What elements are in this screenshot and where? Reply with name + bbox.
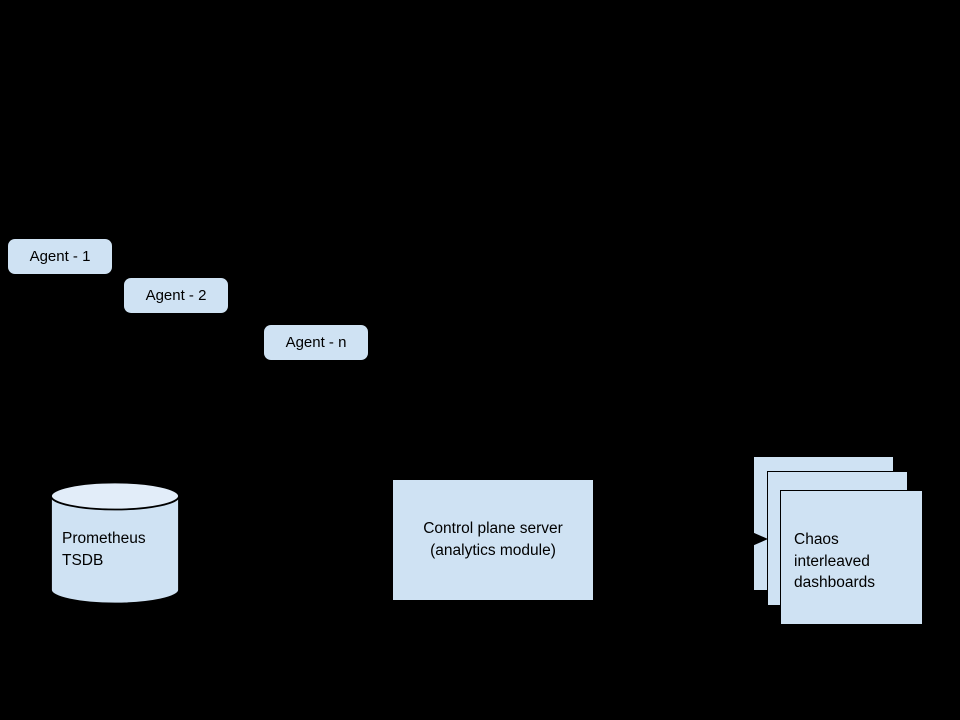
- prometheus-label-line1: Prometheus: [62, 530, 146, 547]
- node-prometheus-tsdb: Prometheus TSDB: [50, 481, 180, 605]
- control-plane-label-line1: Control plane server: [423, 519, 563, 537]
- control-plane-label-line2: (analytics module): [430, 542, 556, 559]
- arrow-right-icon: [752, 532, 768, 546]
- node-control-plane-server: Control plane server (analytics module): [393, 480, 593, 600]
- agent-n-label: Agent - n: [285, 334, 347, 351]
- dashboards-label: Chaos interleaved dashboards: [794, 529, 875, 594]
- dashboards-label-line1: Chaos: [794, 531, 839, 548]
- dashboards-label-line3: dashboards: [794, 574, 876, 591]
- dashboards-label-line2: interleaved: [794, 552, 870, 570]
- prometheus-label-line2: TSDB: [62, 552, 104, 569]
- database-cylinder-icon: [50, 481, 180, 605]
- prometheus-label: Prometheus TSDB: [62, 528, 146, 572]
- agent-1-label: Agent - 1: [29, 248, 91, 265]
- agent-2-label: Agent - 2: [145, 287, 207, 304]
- node-chaos-dashboards: Chaos interleaved dashboards: [780, 490, 923, 625]
- node-agent-1: Agent - 1: [8, 239, 112, 274]
- node-agent-n: Agent - n: [264, 325, 368, 360]
- node-agent-2: Agent - 2: [124, 278, 228, 313]
